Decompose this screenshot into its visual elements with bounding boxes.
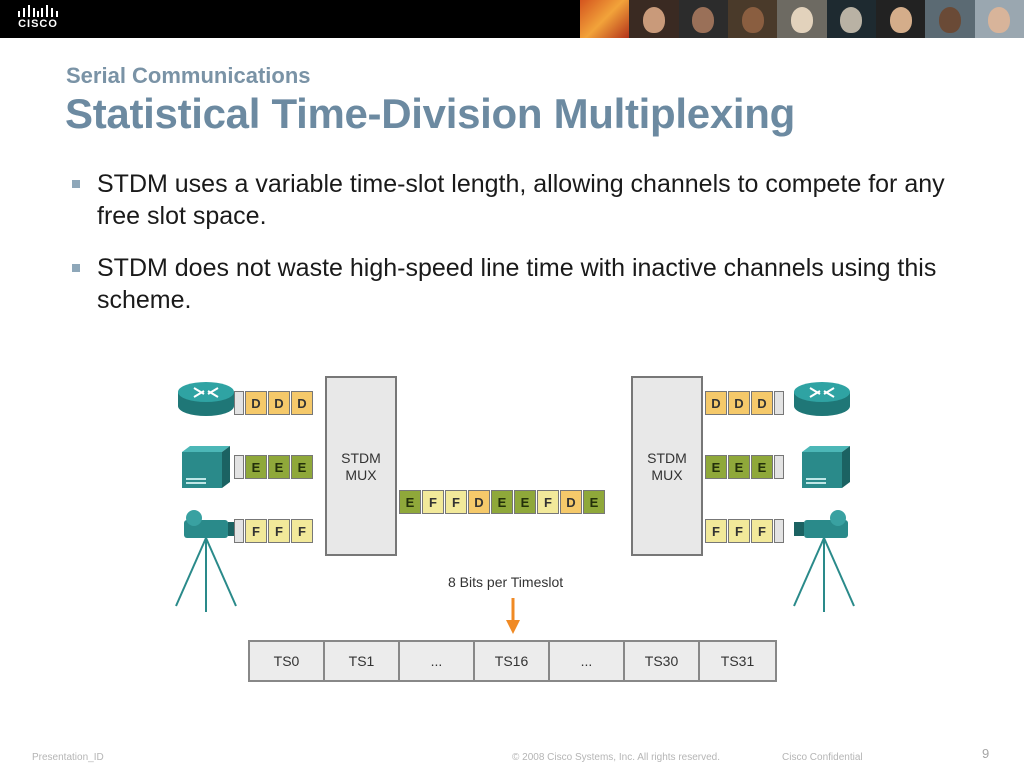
channel-pad xyxy=(774,519,784,543)
bullet-text: STDM does not waste high-speed line time… xyxy=(97,254,937,314)
trunk-line: E F F D E E F D E xyxy=(399,490,606,514)
presentation-id: Presentation_ID xyxy=(32,752,104,763)
timeslot-label: 8 Bits per Timeslot xyxy=(448,574,564,590)
timeslot-cell: TS0 xyxy=(250,642,325,680)
channel-cell: F xyxy=(751,519,773,543)
timeslot-cell: TS16 xyxy=(475,642,550,680)
timeslot-frame: TS0 TS1 ... TS16 ... TS30 TS31 xyxy=(248,640,777,682)
left-channel-f: F F F xyxy=(234,519,314,543)
trunk-cell: F xyxy=(445,490,467,514)
header-photo xyxy=(580,0,630,38)
header-photo xyxy=(875,0,926,38)
channel-cell: F xyxy=(728,519,750,543)
trunk-cell: F xyxy=(537,490,559,514)
trunk-cell: E xyxy=(514,490,536,514)
header-photo xyxy=(629,0,679,38)
header-photo xyxy=(777,0,827,38)
trunk-cell: E xyxy=(583,490,605,514)
header-photo xyxy=(826,0,876,38)
timeslot-cell: ... xyxy=(400,642,475,680)
photo-strip xyxy=(580,0,1024,38)
channel-cell: E xyxy=(245,455,267,479)
channel-cell: D xyxy=(705,391,727,415)
bullet-list: STDM uses a variable time-slot length, a… xyxy=(70,168,970,336)
channel-cell: D xyxy=(245,391,267,415)
left-channel-e: E E E xyxy=(234,455,314,479)
header-photo xyxy=(974,0,1024,38)
timeslot-cell: TS31 xyxy=(700,642,775,680)
channel-cell: F xyxy=(245,519,267,543)
channel-cell: E xyxy=(291,455,313,479)
channel-pad xyxy=(234,519,244,543)
camera-icon xyxy=(793,510,855,612)
down-arrow-icon xyxy=(506,598,520,634)
server-icon xyxy=(182,446,230,488)
channel-cell: F xyxy=(705,519,727,543)
copyright-notice: © 2008 Cisco Systems, Inc. All rights re… xyxy=(512,752,721,763)
header-bar: CISCO xyxy=(0,0,1024,38)
header-photo xyxy=(727,0,778,38)
channel-pad xyxy=(774,391,784,415)
left-channel-d: D D D xyxy=(234,391,314,415)
right-channel-d: D D D xyxy=(705,391,785,415)
stdm-diagram: STDM MUX STDM MUX D D D E E E F F F D D … xyxy=(170,370,860,700)
trunk-cell: D xyxy=(468,490,490,514)
channel-cell: D xyxy=(291,391,313,415)
channel-cell: E xyxy=(751,455,773,479)
channel-cell: E xyxy=(705,455,727,479)
slide-subtitle: Serial Communications xyxy=(66,63,311,88)
mux-label: STDM MUX xyxy=(647,450,687,483)
channel-cell: D xyxy=(268,391,290,415)
trunk-cell: E xyxy=(399,490,421,514)
trunk-cell: F xyxy=(422,490,444,514)
bullet-square-icon xyxy=(72,180,80,188)
diagram-graphics xyxy=(175,382,855,634)
header-photo xyxy=(925,0,975,38)
bullet-text: STDM uses a variable time-slot length, a… xyxy=(97,170,945,230)
timeslot-cell: TS1 xyxy=(325,642,400,680)
bullet-square-icon xyxy=(72,264,80,272)
channel-pad xyxy=(234,391,244,415)
timeslot-cell: ... xyxy=(550,642,625,680)
header-photo xyxy=(678,0,728,38)
page-number: 9 xyxy=(982,746,990,761)
channel-cell: F xyxy=(268,519,290,543)
channel-cell: E xyxy=(728,455,750,479)
router-icon xyxy=(178,382,234,416)
cisco-bars-icon xyxy=(18,5,58,17)
camera-icon xyxy=(175,510,238,612)
channel-cell: D xyxy=(751,391,773,415)
channel-pad xyxy=(774,455,784,479)
trunk-cell: D xyxy=(560,490,582,514)
right-channel-e: E E E xyxy=(705,455,785,479)
channel-pad xyxy=(234,455,244,479)
router-icon xyxy=(794,382,850,416)
left-stdm-mux: STDM MUX xyxy=(325,376,397,556)
trunk-cell: E xyxy=(491,490,513,514)
bullet-item: STDM uses a variable time-slot length, a… xyxy=(70,168,970,232)
channel-cell: F xyxy=(291,519,313,543)
slide-title: Statistical Time-Division Multiplexing xyxy=(65,90,795,137)
bullet-item: STDM does not waste high-speed line time… xyxy=(70,252,970,316)
mux-label: STDM MUX xyxy=(341,450,381,483)
channel-cell: D xyxy=(728,391,750,415)
confidential-label: Cisco Confidential xyxy=(782,752,863,763)
timeslot-cell: TS30 xyxy=(625,642,700,680)
server-icon xyxy=(802,446,850,488)
cisco-logo: CISCO xyxy=(14,5,62,33)
right-stdm-mux: STDM MUX xyxy=(631,376,703,556)
channel-cell: E xyxy=(268,455,290,479)
logo-text: CISCO xyxy=(18,18,58,30)
right-channel-f: F F F xyxy=(705,519,785,543)
